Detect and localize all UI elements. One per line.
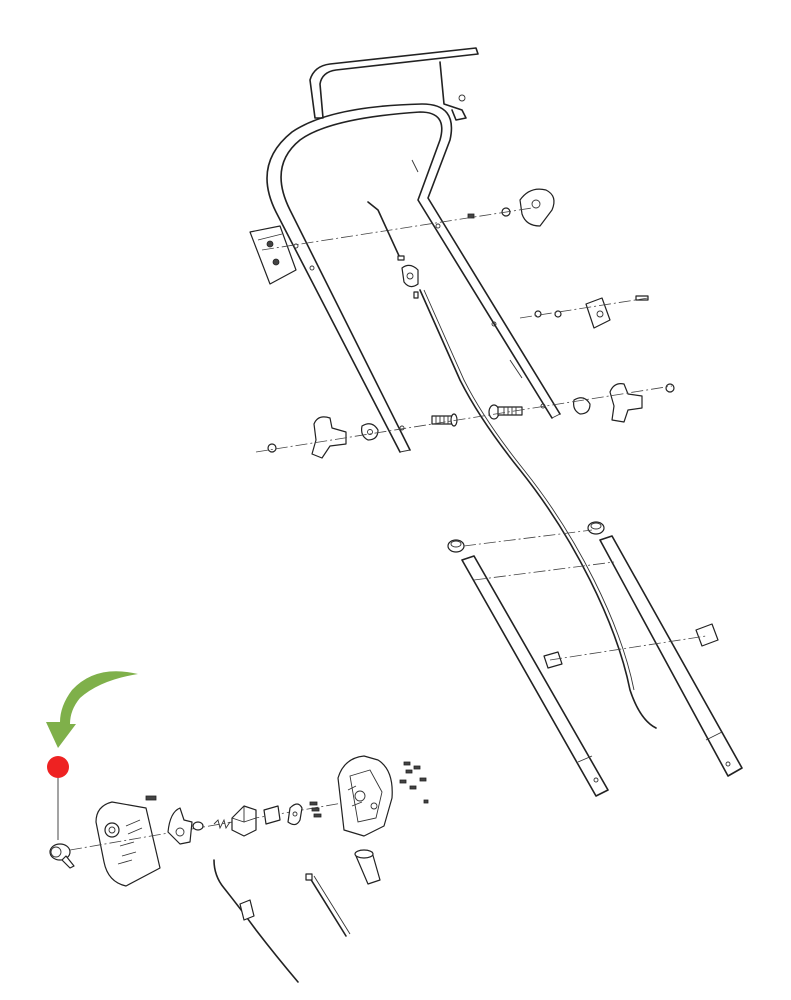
link-bracket[interactable] (287, 803, 303, 826)
left-handle-bolt[interactable] (431, 413, 458, 427)
contact-plate[interactable] (263, 805, 281, 825)
upper-handle[interactable] (266, 103, 561, 453)
switch-block[interactable] (231, 805, 257, 837)
tube-plug-right[interactable] (587, 521, 605, 535)
switch-lever[interactable] (167, 807, 204, 845)
throttle-rod[interactable] (367, 201, 419, 299)
cable-guide-clamp[interactable] (534, 295, 649, 329)
upper-knob-assembly[interactable] (467, 188, 555, 227)
highlight-marker[interactable] (47, 756, 69, 840)
cable-clip[interactable] (49, 843, 75, 869)
bail-bar[interactable] (309, 47, 479, 121)
axis-line-5 (473, 561, 615, 581)
control-bracket[interactable] (249, 225, 297, 285)
lower-handle-right[interactable] (599, 535, 743, 777)
housing-screws[interactable] (399, 761, 429, 804)
axis-line-6 (549, 635, 707, 661)
axis-line-4 (463, 529, 593, 547)
small-screws[interactable] (309, 801, 322, 818)
tube-plug-left[interactable] (447, 539, 465, 553)
axis-line-1 (261, 207, 533, 251)
cable-clip-left[interactable] (543, 651, 563, 669)
control-housing[interactable] (337, 755, 393, 837)
lower-handle-left[interactable] (461, 555, 609, 797)
left-handle-knob[interactable] (267, 416, 347, 459)
control-cable[interactable] (419, 289, 657, 729)
spring[interactable] (213, 818, 231, 830)
axis-line-3 (255, 385, 673, 453)
left-handle-washer[interactable] (361, 423, 379, 441)
switch-cover[interactable] (95, 801, 161, 887)
axis-line-2 (519, 297, 649, 319)
screw-small[interactable] (145, 795, 157, 801)
right-handle-knob[interactable] (609, 383, 675, 423)
pointer-arrow-icon (46, 671, 138, 748)
cable-clip-right[interactable] (695, 623, 719, 647)
grip-sleeve[interactable] (354, 849, 381, 885)
right-handle-washer[interactable] (573, 397, 591, 415)
actuator-rod[interactable] (305, 873, 351, 937)
right-handle-bolt[interactable] (488, 404, 523, 420)
bowden-cable[interactable] (213, 859, 299, 983)
